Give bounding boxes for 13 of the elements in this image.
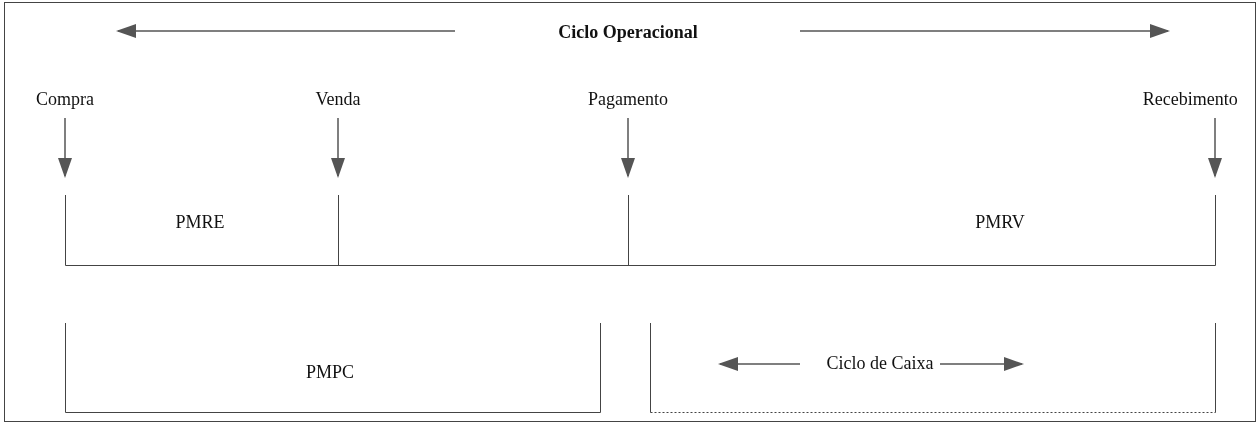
event-label: Venda — [315, 86, 361, 112]
period-label: Ciclo de Caixa — [826, 352, 934, 375]
event-label: Recebimento — [1142, 86, 1238, 112]
event-label: Pagamento — [588, 86, 668, 112]
period-label: PMPC — [306, 361, 354, 384]
cycle-label: Ciclo Operacional — [558, 21, 698, 44]
event-label: Compra — [36, 86, 94, 112]
period-label: PMRV — [975, 211, 1025, 234]
period-label: PMRE — [175, 211, 225, 234]
arrow — [621, 117, 635, 178]
arrow — [58, 117, 72, 178]
arrow — [1208, 117, 1222, 178]
arrow — [331, 117, 345, 178]
